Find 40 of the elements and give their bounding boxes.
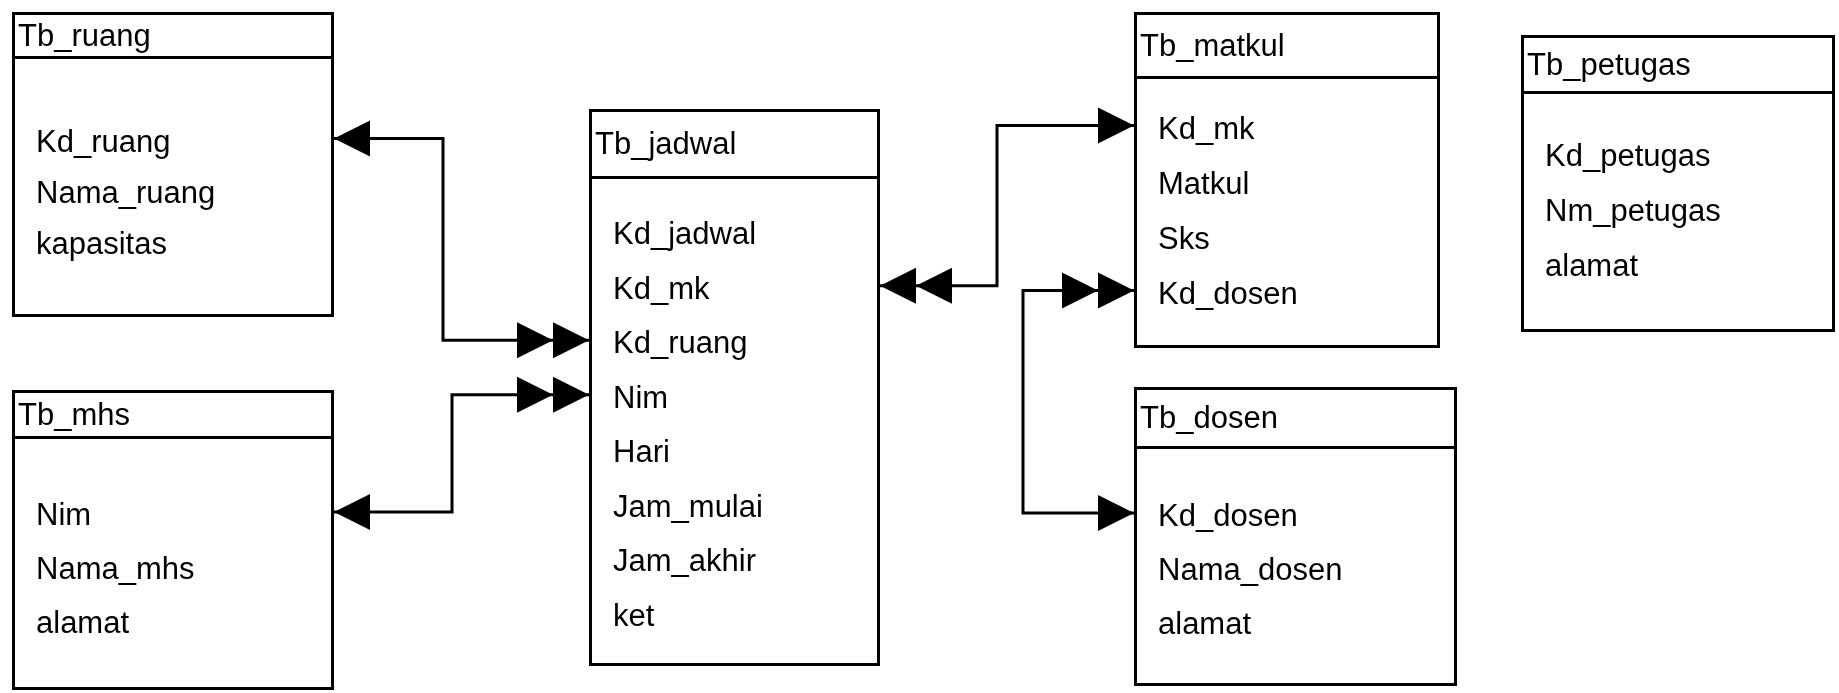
field-name: Sks <box>1158 220 1210 258</box>
field-name: Kd_petugas <box>1545 137 1711 175</box>
table-box <box>589 109 880 666</box>
table-box <box>12 12 334 317</box>
field-name: Kd_ruang <box>613 324 748 362</box>
table-name: Tb_matkul <box>1137 15 1437 79</box>
table-name: Tb_ruang <box>15 15 331 59</box>
field-name: alamat <box>36 604 130 642</box>
field-name: Kd_mk <box>1158 110 1255 148</box>
field-name: Hari <box>613 433 670 471</box>
field-name: alamat <box>1545 247 1639 285</box>
relationship-arrow <box>1021 272 1134 531</box>
field-name: Nama_ruang <box>36 174 216 212</box>
relationship-arrow <box>334 120 589 359</box>
field-name: Jam_akhir <box>613 542 756 580</box>
table-name: Tb_mhs <box>15 393 331 439</box>
field-name: ket <box>613 596 655 635</box>
field-name: Nama_mhs <box>36 550 195 588</box>
field-name: Nim <box>36 496 92 534</box>
field-name: Kd_dosen <box>1158 275 1298 313</box>
table-name: Tb_jadwal <box>592 112 877 179</box>
field-name: Kd_mk <box>613 269 710 308</box>
field-name: alamat <box>1158 605 1252 643</box>
field-name: Nm_petugas <box>1545 192 1721 230</box>
field-name: Nama_dosen <box>1158 551 1343 589</box>
table-box <box>1521 35 1835 332</box>
field-name: Matkul <box>1158 165 1250 203</box>
table-box <box>1134 12 1440 348</box>
table-name: Tb_petugas <box>1524 38 1832 94</box>
field-name: Kd_jadwal <box>613 215 757 253</box>
field-name: Kd_ruang <box>36 123 171 161</box>
field-name: Kd_dosen <box>1158 497 1298 535</box>
field-name: Nim <box>613 378 669 417</box>
field-name: kapasitas <box>36 225 167 263</box>
table-name: Tb_dosen <box>1137 390 1454 449</box>
table-box <box>1134 387 1457 686</box>
field-name: Jam_mulai <box>613 487 763 526</box>
relationship-arrow <box>334 376 589 530</box>
relationship-arrow <box>880 107 1134 304</box>
table-box <box>12 390 334 690</box>
